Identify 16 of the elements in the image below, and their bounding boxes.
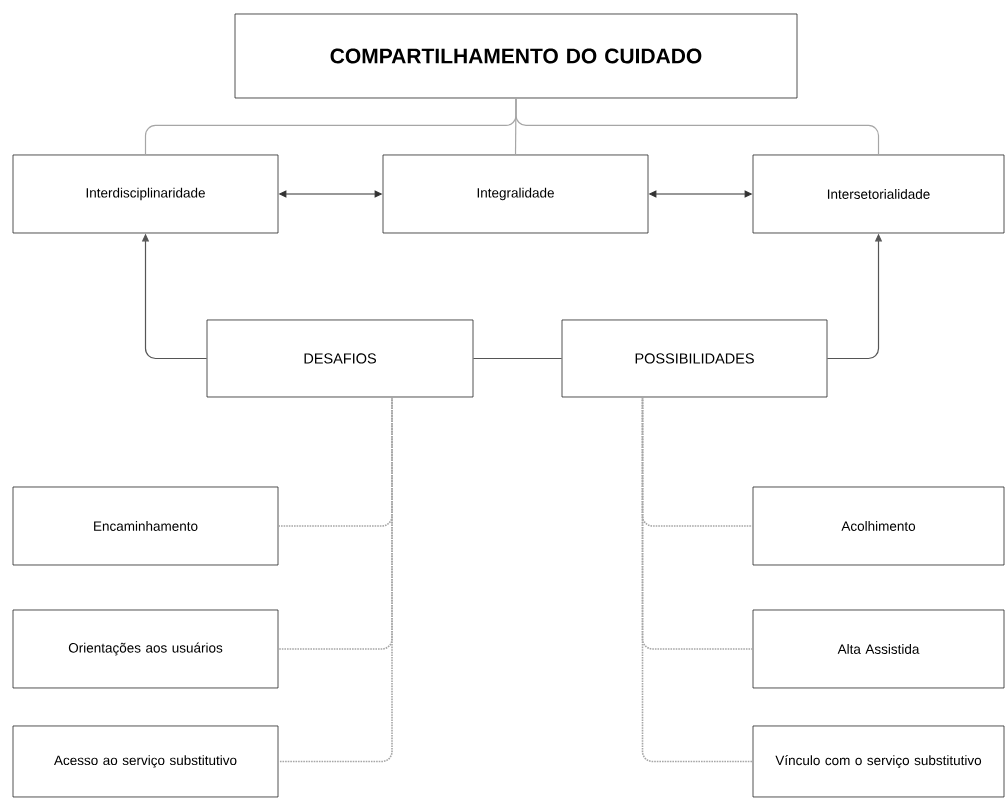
connector <box>641 396 754 763</box>
connector <box>277 396 393 763</box>
item-box: Alta Assistida <box>752 609 1005 689</box>
item-box: Acolhimento <box>752 486 1005 566</box>
concept-box: Interdisciplinaridade <box>12 154 279 234</box>
connector <box>515 97 880 156</box>
category-box: DESAFIOS <box>206 319 474 398</box>
item-box: Vínculo com o serviço substitutivo <box>752 725 1005 798</box>
item-box: Acesso ao serviço substitutivo <box>12 725 279 798</box>
concept-box: Integralidade <box>382 154 649 234</box>
category-box: POSSIBILIDADES <box>561 319 828 398</box>
title-box: COMPARTILHAMENTO DO CUIDADO <box>234 13 798 99</box>
concept-box: Intersetorialidade <box>752 154 1005 234</box>
item-box: Orientações aos usuários <box>12 609 279 689</box>
connector <box>472 357 563 360</box>
item-box: Encaminhamento <box>12 486 279 566</box>
